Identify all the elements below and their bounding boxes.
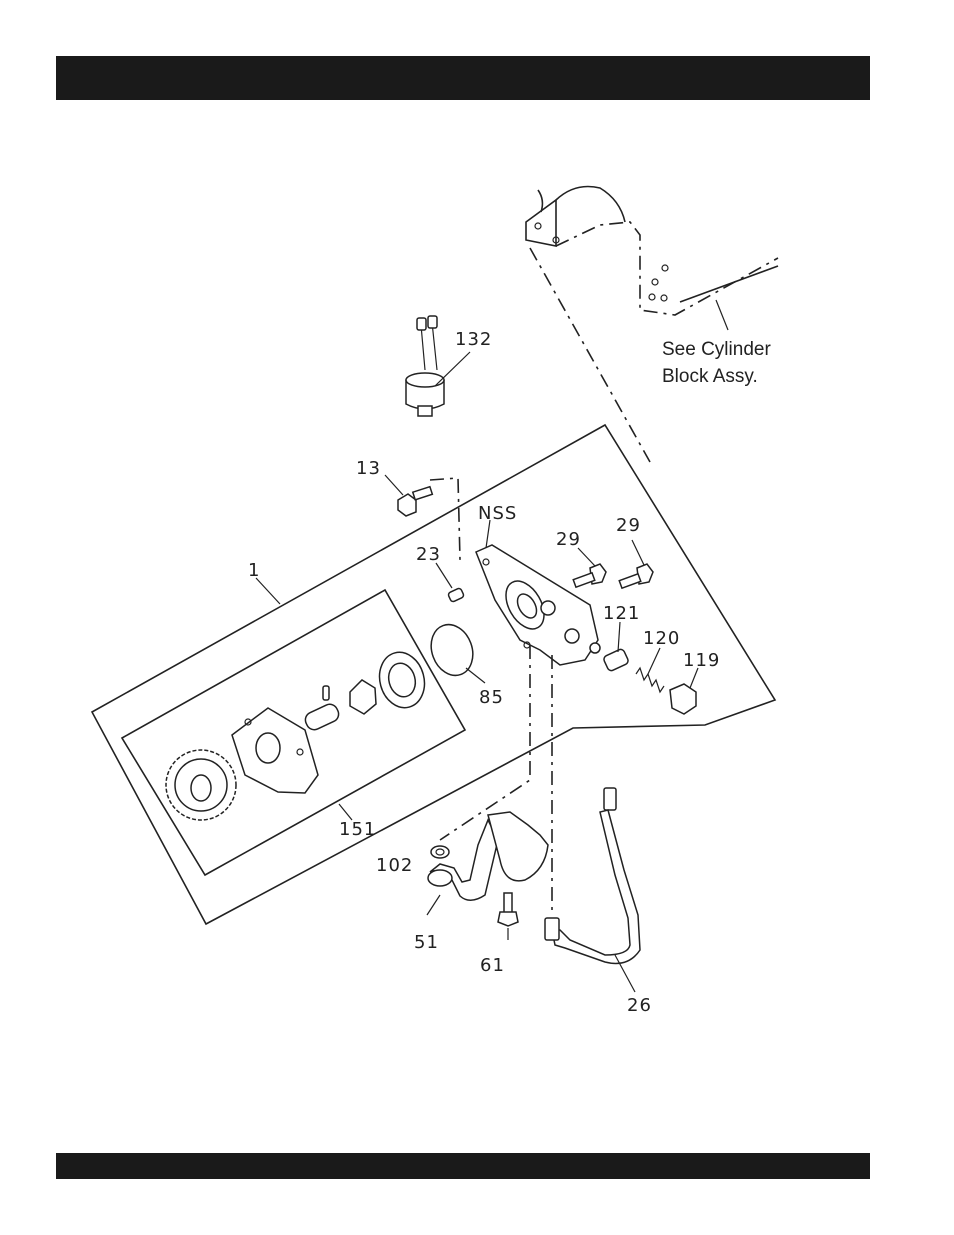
label-102: 102: [376, 855, 413, 876]
bolt-13: [385, 475, 432, 516]
sleeve-121: [603, 622, 630, 672]
plug-119: [670, 668, 698, 714]
bolt-29-b: [619, 540, 653, 588]
label-120: 120: [643, 628, 680, 649]
leader-1: [256, 578, 280, 604]
label-121: 121: [603, 603, 640, 624]
note-see-cylinder: See Cylinder: [662, 339, 771, 360]
label-29-a: 29: [556, 529, 581, 550]
leader-151: [339, 804, 352, 820]
label-1: 1: [248, 560, 260, 581]
label-132: 132: [455, 329, 492, 350]
oil-pipe-26: [545, 788, 640, 992]
label-119: 119: [683, 650, 720, 671]
label-51: 51: [414, 932, 439, 953]
label-13: 13: [356, 458, 381, 479]
outer-rotor: [374, 647, 431, 712]
gasket-102: [431, 846, 449, 858]
inner-rotor: [350, 680, 376, 714]
footer-bar: [56, 1153, 870, 1179]
label-29-b: 29: [616, 515, 641, 536]
bolt-61: [498, 893, 518, 940]
label-26: 26: [627, 995, 652, 1016]
label-nss: NSS: [478, 503, 517, 524]
label-23: 23: [416, 544, 441, 565]
pin-23: [436, 563, 464, 602]
pump-shaft: [303, 686, 341, 732]
spring-120: [636, 648, 664, 692]
label-151: 151: [339, 819, 376, 840]
pump-body-nss: [476, 520, 600, 665]
label-61: 61: [480, 955, 505, 976]
label-85: 85: [479, 687, 504, 708]
note-block-assy: Block Assy.: [662, 366, 758, 387]
bolt-29-a: [573, 548, 606, 587]
oil-strainer-51: [427, 812, 548, 915]
drive-gear: [166, 750, 236, 820]
reference-dashed-line: [530, 248, 650, 462]
